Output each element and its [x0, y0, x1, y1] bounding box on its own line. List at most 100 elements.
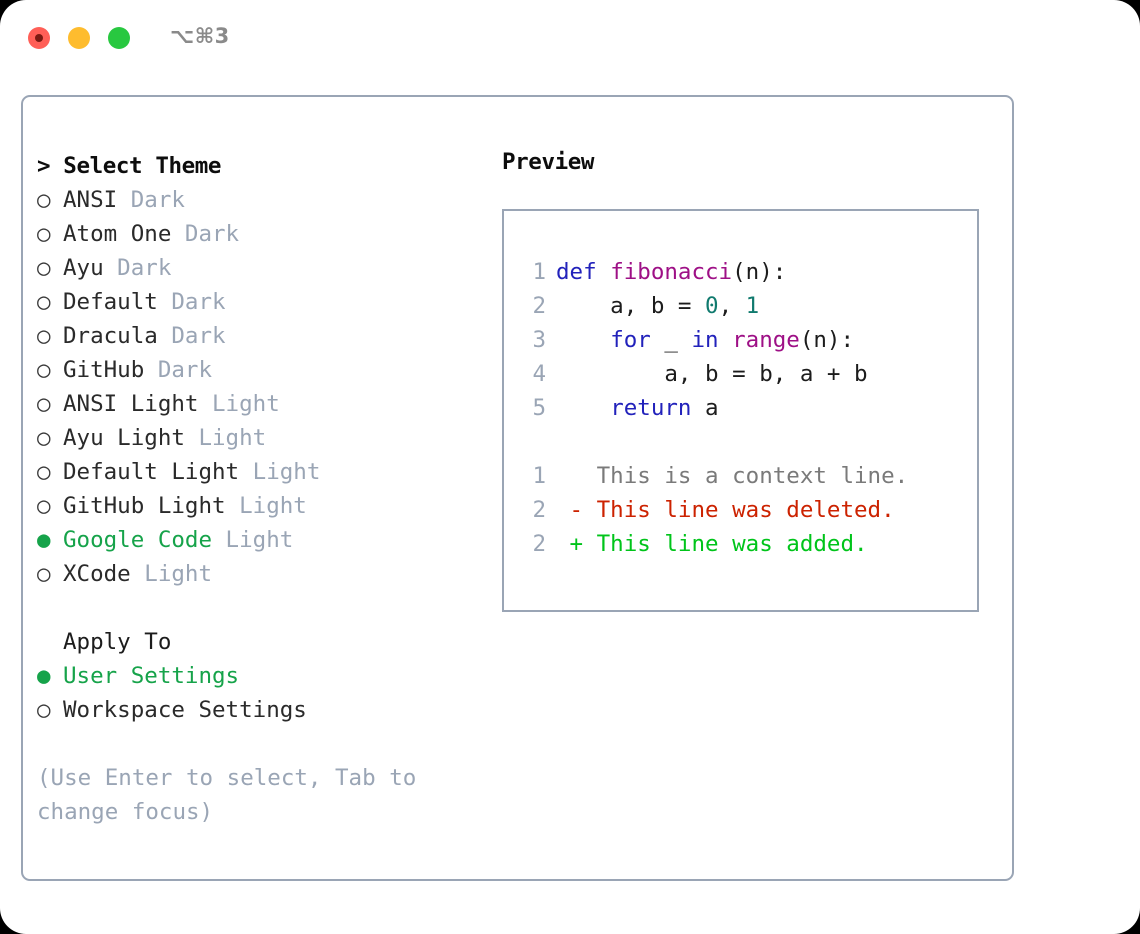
code-token	[719, 327, 733, 353]
code-token: 1	[745, 293, 760, 319]
theme-name-label: ANSI Light	[63, 391, 199, 417]
theme-name-label: GitHub Light	[63, 493, 226, 519]
minimize-window-button[interactable]	[68, 27, 90, 49]
main-panel: > Select Theme ○ANSI Dark○Atom One Dark○…	[21, 95, 1014, 881]
code-token: a, b = b, a + b	[556, 361, 868, 387]
radio-unselected-icon: ○	[37, 187, 51, 213]
theme-list-item[interactable]: ○Ayu Dark	[37, 251, 487, 285]
theme-list-item[interactable]: ○ GitHub Dark	[37, 353, 487, 387]
theme-list-item[interactable]: ○Ayu Light Light	[37, 421, 487, 455]
code-line: 5 return a	[504, 391, 977, 425]
code-token: a	[691, 395, 719, 421]
preview-heading: Preview	[502, 149, 595, 175]
line-number: 4	[532, 361, 546, 387]
radio-unselected-icon: ○	[37, 493, 51, 519]
apply-to-heading: Apply To	[63, 629, 172, 655]
radio-unselected-icon: ○	[37, 459, 51, 485]
theme-name-label: Ayu	[63, 255, 104, 281]
line-number: 2	[532, 497, 546, 523]
theme-list: ○ ANSI Dark ○ Atom One Dark ○ Ayu Dark ○ Defaul…	[37, 183, 487, 591]
diff-line: 1 This is a context line.	[504, 459, 977, 493]
line-number: 2	[532, 531, 546, 557]
theme-variant-label: Dark	[157, 289, 226, 315]
code-line: 3 for _ in range(n):	[504, 323, 977, 357]
apply-to-label: User Settings	[63, 663, 240, 689]
radio-unselected-icon: ○	[37, 357, 51, 383]
close-window-button[interactable]	[28, 27, 50, 49]
code-token	[556, 327, 610, 353]
radio-unselected-icon: ○	[37, 391, 51, 417]
theme-list-item[interactable]: ○XCode Light	[37, 557, 487, 591]
theme-name-label: Ayu Light	[63, 425, 185, 451]
theme-name-label: Atom One	[63, 221, 172, 247]
code-token: in	[691, 327, 719, 353]
theme-list-item[interactable]: ○ Atom One Dark	[37, 217, 487, 251]
theme-variant-label: Light	[239, 459, 321, 485]
spacer	[504, 425, 977, 459]
code-line: 4 a, b = b, a + b	[504, 357, 977, 391]
code-token: for	[610, 327, 651, 353]
theme-variant-label: Light	[225, 493, 307, 519]
theme-variant-label: Dark	[144, 357, 213, 383]
theme-variant-label: Dark	[117, 187, 185, 213]
theme-list-item[interactable]: ● Google Code Light	[37, 523, 487, 557]
line-number: 2	[532, 293, 546, 319]
theme-name-label: Dracula	[63, 323, 158, 349]
radio-unselected-icon: ○	[37, 255, 51, 281]
diff-sample: 1 This is a context line.2 - This line w…	[504, 459, 977, 561]
theme-list-item[interactable]: ○ GitHub Light Light	[37, 489, 487, 523]
theme-name-label: GitHub	[63, 357, 145, 383]
diff-line: 2 - This line was deleted.	[504, 493, 977, 527]
theme-name-label: Default Light	[63, 459, 240, 485]
code-token: return	[610, 395, 692, 421]
radio-unselected-icon: ○	[37, 323, 51, 349]
theme-variant-label: Light	[198, 391, 280, 417]
line-number: 1	[532, 463, 546, 489]
maximize-window-button[interactable]	[108, 27, 130, 49]
code-token	[556, 395, 610, 421]
code-token: _	[650, 327, 692, 353]
radio-selected-icon: ●	[37, 527, 51, 553]
keyboard-hint-text: (Use Enter to select, Tab to change focu…	[37, 765, 417, 825]
window-title: ⌥⌘3	[170, 24, 230, 48]
radio-unselected-icon: ○	[37, 221, 51, 247]
code-token: a, b =	[556, 293, 706, 319]
theme-name-label: ANSI	[63, 187, 118, 213]
radio-unselected-icon: ○	[37, 289, 51, 315]
code-token: ,	[718, 293, 746, 319]
theme-list-item[interactable]: ○Dracula Dark	[37, 319, 487, 353]
code-line: 2 a, b = 0, 1	[504, 289, 977, 323]
diff-text: This is a context line.	[556, 463, 909, 489]
theme-list-item[interactable]: ○ Default Dark	[37, 285, 487, 319]
apply-to-list: ● User Settings ○Workspace Settings	[37, 659, 487, 727]
theme-variant-label: Light	[130, 561, 213, 587]
radio-unselected-icon: ○	[37, 561, 51, 587]
diff-line: 2 + This line was added.	[504, 527, 977, 561]
theme-list-item[interactable]: ○ ANSI Dark	[37, 183, 487, 217]
theme-variant-label: Light	[212, 527, 294, 553]
code-token	[597, 259, 611, 285]
theme-name-label: Google Code	[63, 527, 213, 553]
theme-variant-label: Dark	[171, 221, 240, 247]
code-token: range	[732, 327, 800, 353]
code-token: (n):	[799, 327, 855, 353]
apply-to-option[interactable]: ● User Settings	[37, 659, 487, 693]
theme-list-item[interactable]: ○ ANSI Light Light	[37, 387, 487, 421]
code-token: fibonacci	[610, 259, 733, 285]
theme-selection-column: > Select Theme ○ANSI Dark○Atom One Dark○…	[37, 149, 487, 829]
code-token: def	[556, 259, 597, 285]
theme-list-item[interactable]: ○ Default Light Light	[37, 455, 487, 489]
code-token: (n):	[732, 259, 787, 285]
line-number: 1	[532, 259, 546, 285]
radio-unselected-icon: ○	[37, 697, 51, 723]
radio-selected-icon: ●	[37, 663, 51, 689]
theme-variant-label: Light	[184, 425, 267, 451]
diff-text: - This line was deleted.	[556, 497, 895, 523]
diff-text: + This line was added.	[556, 531, 868, 557]
theme-name-label: Default	[63, 289, 158, 315]
apply-to-option[interactable]: ○Workspace Settings	[37, 693, 487, 727]
